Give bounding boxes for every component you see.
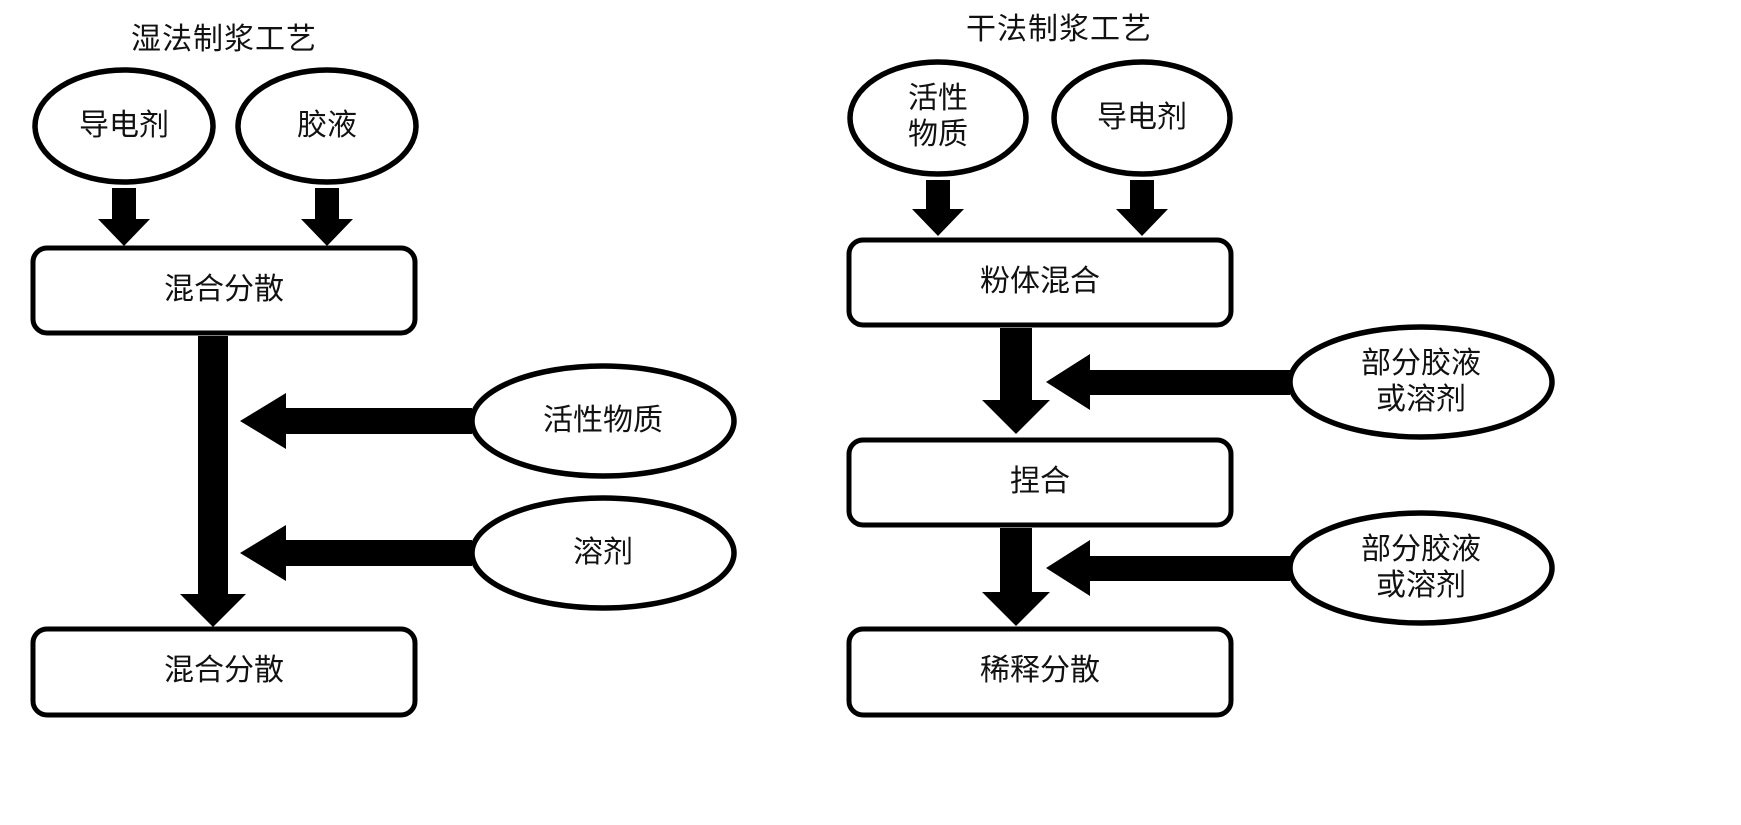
wet-arrow-solvent-to-trunk [240, 525, 472, 581]
dry-arrow-knead-to-dilute [982, 528, 1050, 626]
dry-arrow-powdermix-to-knead [982, 328, 1050, 434]
wet-side-active-material-label: 活性物质 [543, 404, 663, 437]
dry-step1-powder-mix-shape [846, 237, 1234, 328]
wet-arrow-active-material-to-trunk [240, 393, 472, 449]
dry-side-glue-solvent-2-label-line1: 部分胶液 [1361, 533, 1481, 566]
dry-arrow-conductive-to-powdermix [1116, 180, 1168, 236]
dry-process-title: 干法制浆工艺 [966, 13, 1152, 46]
wet-arrow-conductive-to-mix [98, 188, 150, 246]
dry-input-active-material-label-line1: 活性 [908, 82, 968, 115]
wet-input-conductive-agent-label: 导电剂 [79, 109, 169, 142]
wet-input-conductive-agent-shape [32, 67, 216, 185]
wet-side-solvent-label: 溶剂 [573, 536, 633, 569]
wet-process-title: 湿法制浆工艺 [131, 23, 317, 56]
wet-step2-mix-disperse-shape [30, 626, 418, 718]
dry-input-conductive-agent-shape [1051, 59, 1233, 177]
dry-side-glue-solvent-1-label-line2: 或溶剂 [1376, 383, 1466, 416]
dry-side-glue-solvent-2-label-line2: 或溶剂 [1376, 569, 1466, 602]
wet-step1-mix-disperse-shape [30, 245, 418, 336]
dry-step3-dilute-disperse-shape [846, 626, 1234, 718]
dry-step2-knead-label: 捏合 [1010, 465, 1070, 498]
dry-input-active-material-shape [847, 59, 1029, 177]
dry-arrow-glue-solvent-1-to-trunk [1046, 354, 1290, 410]
dry-step2-knead-shape [846, 437, 1234, 528]
wet-input-glue-label: 胶液 [297, 109, 357, 142]
dry-step1-powder-mix-label: 粉体混合 [980, 265, 1100, 298]
wet-step1-mix-disperse-label: 混合分散 [164, 273, 284, 306]
wet-input-glue-shape [235, 67, 419, 185]
dry-input-active-material-label-line2: 物质 [908, 118, 968, 151]
dry-input-conductive-agent-label: 导电剂 [1097, 101, 1187, 134]
dry-side-glue-solvent-1-label-line1: 部分胶液 [1361, 347, 1481, 380]
wet-arrow-glue-to-mix [301, 188, 353, 246]
wet-step2-mix-disperse-label: 混合分散 [164, 654, 284, 687]
dry-step3-dilute-disperse-label: 稀释分散 [980, 654, 1100, 687]
dry-arrow-glue-solvent-2-to-trunk [1046, 540, 1290, 596]
dry-arrow-active-to-powdermix [912, 180, 964, 236]
wet-arrow-mix-to-final [180, 336, 246, 627]
